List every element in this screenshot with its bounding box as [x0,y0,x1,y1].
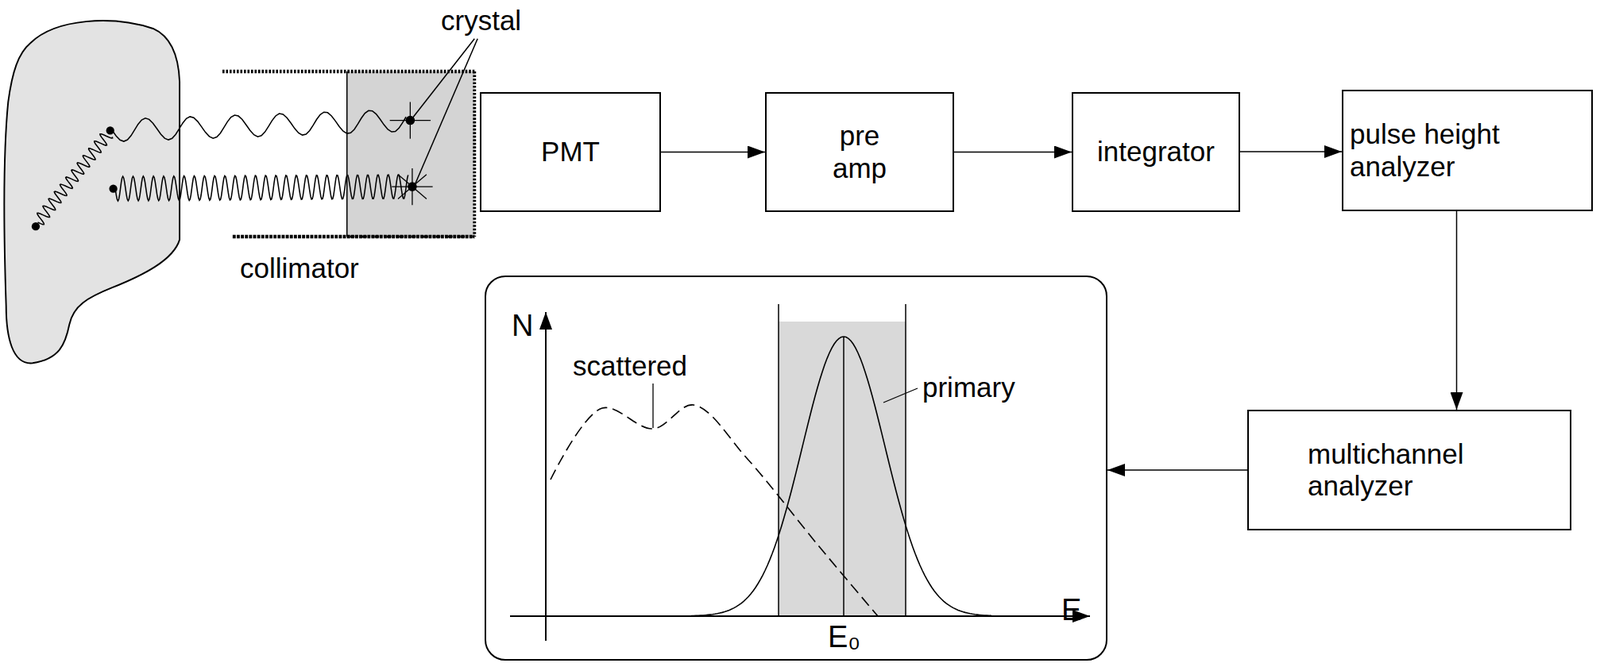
box-label: integrator [1097,135,1215,168]
signal-arrow [1240,150,1342,153]
part-label: collimator [239,252,360,285]
window-edge [777,304,780,617]
box-label: pulse height analyzer [1349,118,1589,183]
organ-outline [3,20,180,364]
scintillation-points [390,101,433,205]
spectrum-panel: Nscattered primaryE E₀ [484,275,1108,661]
y-axis [544,312,547,642]
pulse-height-analyzer-box: pulse height analyzer [1341,89,1593,212]
signal-arrow [954,151,1072,154]
preamp-box: pre amp [765,92,955,213]
window-edge [904,304,907,617]
box-label: multichannel analyzer [1307,438,1515,503]
collimator-end-line [346,71,348,237]
crystal-leaders [412,38,478,184]
spectrum-plot [484,275,1108,661]
box-label: pre amp [823,119,896,185]
source-dots [31,126,118,231]
crystal-border [347,235,476,238]
x-axis [510,615,1090,618]
photon-wave [112,110,406,142]
curve-label: scattered [572,350,688,383]
curve-label: primary [922,371,1016,404]
part-label: crystal [440,4,522,37]
signal-arrow [660,151,766,154]
multichannel-analyzer-box: multichannel analyzer [1247,409,1572,531]
crystal-border [472,71,476,237]
collimator-wall [222,69,475,74]
box-label: PMT [541,135,600,168]
signal-arrow [1107,469,1248,472]
energy-window [778,321,906,617]
peak-line [842,336,845,617]
axis-label: E [1061,593,1082,628]
leader-line [652,383,654,429]
integrator-box: integrator [1071,92,1241,213]
photon-wave [115,174,409,201]
axis-label: N [511,309,534,344]
pmt-box: PMT [479,92,661,213]
leader-line [883,388,918,403]
axis-label: E₀ [827,620,861,655]
collimator-wall [232,235,475,239]
photon-wave [37,134,113,225]
signal-arrow [1456,211,1458,410]
crystal-block [347,71,476,237]
scattered-curve [550,405,878,617]
photon-paths [37,110,409,225]
